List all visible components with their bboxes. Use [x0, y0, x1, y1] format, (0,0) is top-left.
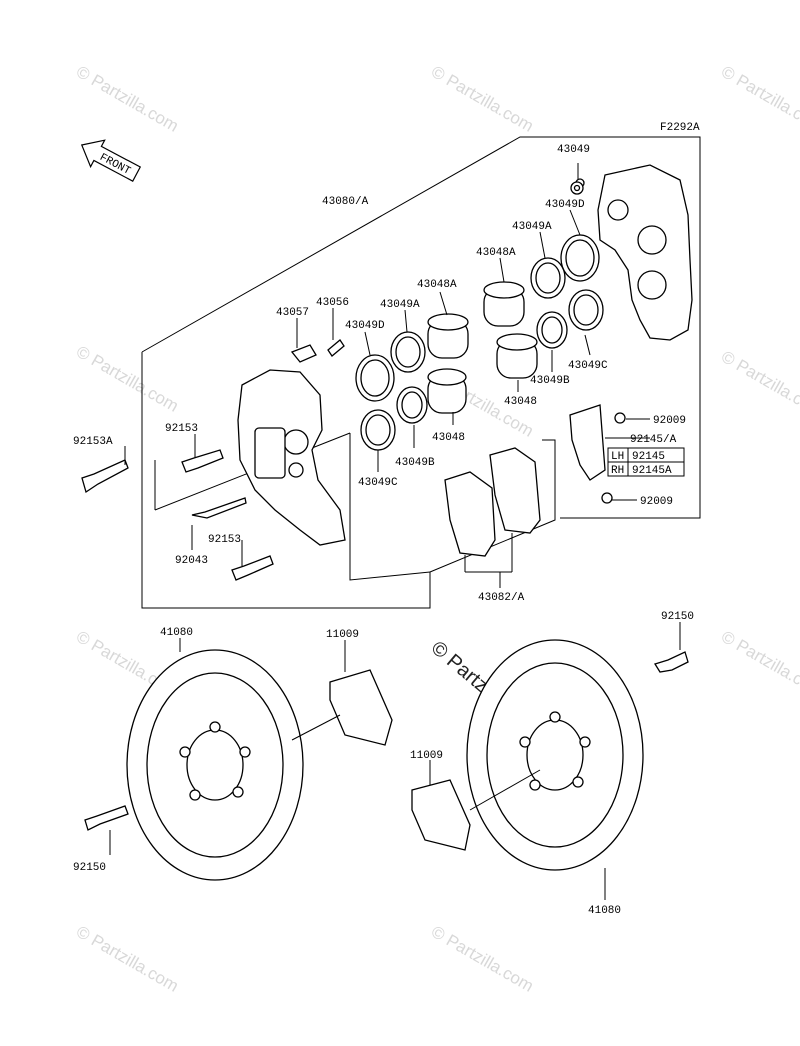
leader-line: [349, 433, 431, 581]
part-label: 11009: [410, 750, 443, 762]
table-side-rh: RH: [611, 465, 624, 477]
watermark: © Partzilla.com: [73, 342, 182, 416]
bolt: [81, 459, 129, 494]
part-label: 43048A: [476, 247, 516, 259]
shim-plate: [411, 779, 471, 851]
part-label: 43049C: [358, 477, 398, 489]
part-label: 92150: [661, 611, 694, 623]
seal-ring: [568, 289, 604, 331]
part-label: 43048: [432, 432, 465, 444]
part-label: 43049: [557, 144, 590, 156]
lh-rh-table: LH 92145 RH 92145A: [607, 447, 685, 477]
part-label: 43049B: [395, 457, 435, 469]
seal-ring: [560, 234, 600, 282]
table-part-lh: 92145: [632, 451, 665, 463]
part-label: 92145/A: [630, 434, 677, 446]
part-label: 92153: [208, 534, 241, 546]
part-label: 92153A: [73, 436, 113, 448]
brake-pad: [444, 447, 541, 557]
seal-ring: [360, 409, 396, 451]
part-label: 92009: [653, 415, 686, 427]
watermark: © Partzilla.com: [73, 922, 182, 996]
part-label: 11009: [326, 629, 359, 641]
part-label: 41080: [160, 627, 193, 639]
part-label: 43057: [276, 307, 309, 319]
part-label: 43048A: [417, 279, 457, 291]
watermark: © Partzilla.com: [718, 62, 800, 136]
watermark: © Partzilla.com: [428, 62, 537, 136]
seal-ring: [530, 257, 566, 299]
seal-ring: [355, 354, 395, 402]
part-label: 92043: [175, 555, 208, 567]
part-labels: 43049 43049D 43080/A 43049A 43048A 43048…: [73, 144, 694, 917]
part-label: 92153: [165, 423, 198, 435]
part-label: 43049A: [512, 221, 552, 233]
part-label: 43082/A: [478, 592, 525, 604]
part-label: 43049B: [530, 375, 570, 387]
bleeder-valve: [290, 339, 345, 363]
part-label: 43048: [504, 396, 537, 408]
watermark: © Partzilla.com: [718, 347, 800, 421]
brake-disc-left: [126, 649, 304, 881]
bolt: [84, 805, 129, 831]
piston: [483, 281, 525, 327]
caliper-right: [575, 164, 693, 341]
front-arrow-icon: FRONT: [80, 139, 142, 182]
leader-lines: [109, 163, 681, 900]
seal-ring: [390, 331, 426, 373]
bolt: [654, 651, 689, 673]
part-label: 43049C: [568, 360, 608, 372]
table-part-rh: 92145A: [632, 465, 672, 477]
watermark: © Partzilla.com: [718, 627, 800, 701]
diagram-code: F2292A: [660, 122, 700, 134]
seal-ring: [536, 311, 568, 349]
part-label: 43049D: [545, 199, 585, 211]
part-label: 92150: [73, 862, 106, 874]
piston: [427, 368, 467, 414]
part-label: 43049D: [345, 320, 385, 332]
part-label: 41080: [588, 905, 621, 917]
part-label: 43049A: [380, 299, 420, 311]
brake-disc-right: [466, 639, 644, 871]
watermark: © Partzilla.com: [73, 62, 182, 136]
watermark: © Partzilla.com: [428, 922, 537, 996]
assembly-frame-top: [141, 136, 701, 519]
piston: [427, 313, 469, 359]
caliper-left: [237, 369, 346, 546]
seal-ring: [396, 386, 428, 424]
shim-plate: [329, 669, 393, 746]
bolt: [231, 555, 274, 581]
pad-spring-bracket: [569, 404, 626, 504]
piston: [496, 333, 538, 379]
part-label: 43080/A: [322, 196, 369, 208]
part-label: 43056: [316, 297, 349, 309]
part-label: 92009: [640, 496, 673, 508]
bolt: [181, 449, 224, 473]
pin: [191, 497, 247, 519]
table-side-lh: LH: [611, 451, 624, 463]
washer: [570, 181, 584, 195]
